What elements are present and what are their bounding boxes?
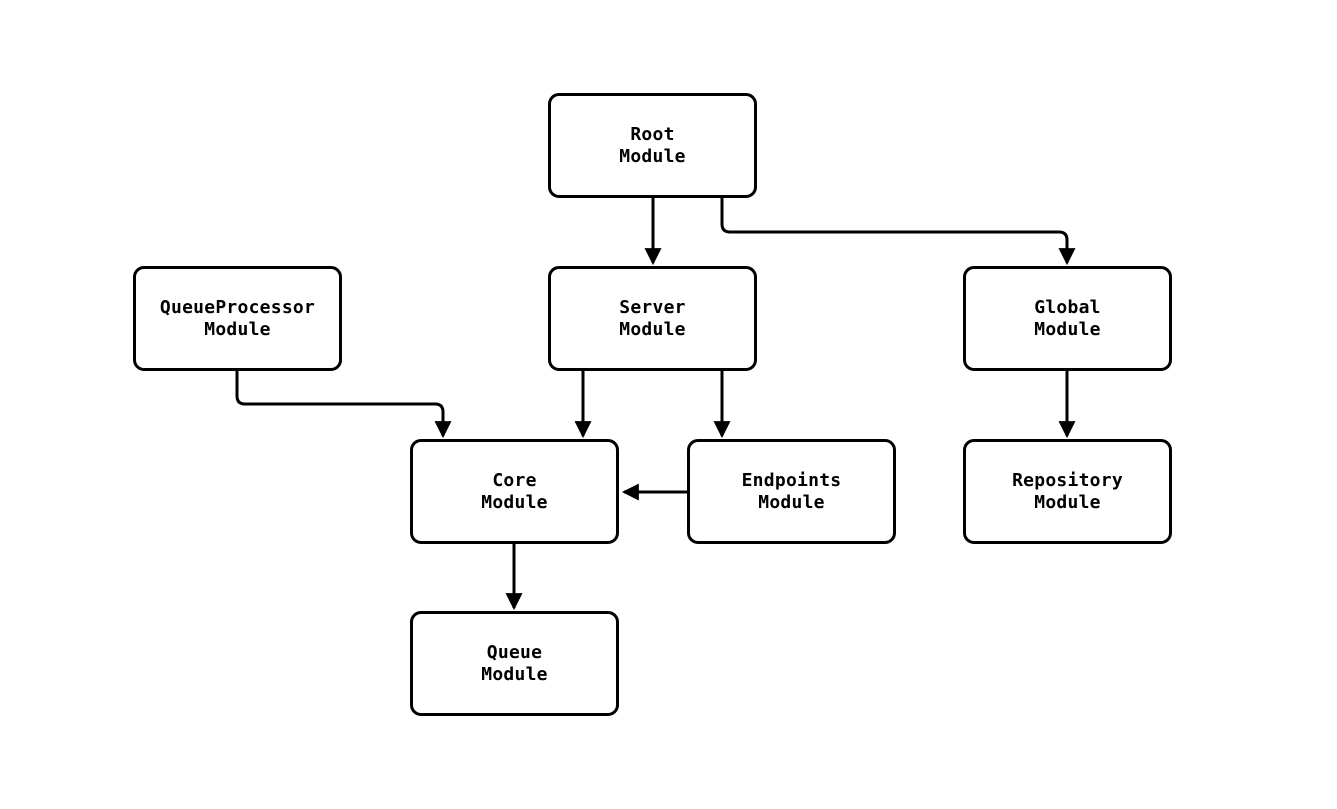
node-repository-module: Repository Module <box>963 439 1172 544</box>
node-label-line: Module <box>619 145 686 167</box>
node-label-line: Global <box>1034 296 1101 318</box>
node-endpoints-module: Endpoints Module <box>687 439 896 544</box>
node-label-line: Module <box>204 318 271 340</box>
node-server-module: Server Module <box>548 266 757 371</box>
node-global-module: Global Module <box>963 266 1172 371</box>
node-root-module: Root Module <box>548 93 757 198</box>
edge-queueprocessor-to-core <box>235 371 452 439</box>
node-label-line: Repository <box>1012 469 1123 491</box>
edge-root-to-global <box>720 198 1076 266</box>
node-label-line: Endpoints <box>741 469 842 491</box>
node-label-line: Root <box>630 123 675 145</box>
node-label-line: Module <box>1034 318 1101 340</box>
node-label-line: Module <box>758 491 825 513</box>
node-core-module: Core Module <box>410 439 619 544</box>
node-label-line: Server <box>619 296 686 318</box>
node-label-line: Module <box>481 491 548 513</box>
node-label-line: Module <box>1034 491 1101 513</box>
node-queue-module: Queue Module <box>410 611 619 716</box>
node-queueprocessor-module: QueueProcessor Module <box>133 266 342 371</box>
node-label-line: Core <box>492 469 537 491</box>
node-label-line: Module <box>481 663 548 685</box>
node-label-line: QueueProcessor <box>159 296 316 318</box>
node-label-line: Queue <box>486 641 543 663</box>
node-label-line: Module <box>619 318 686 340</box>
